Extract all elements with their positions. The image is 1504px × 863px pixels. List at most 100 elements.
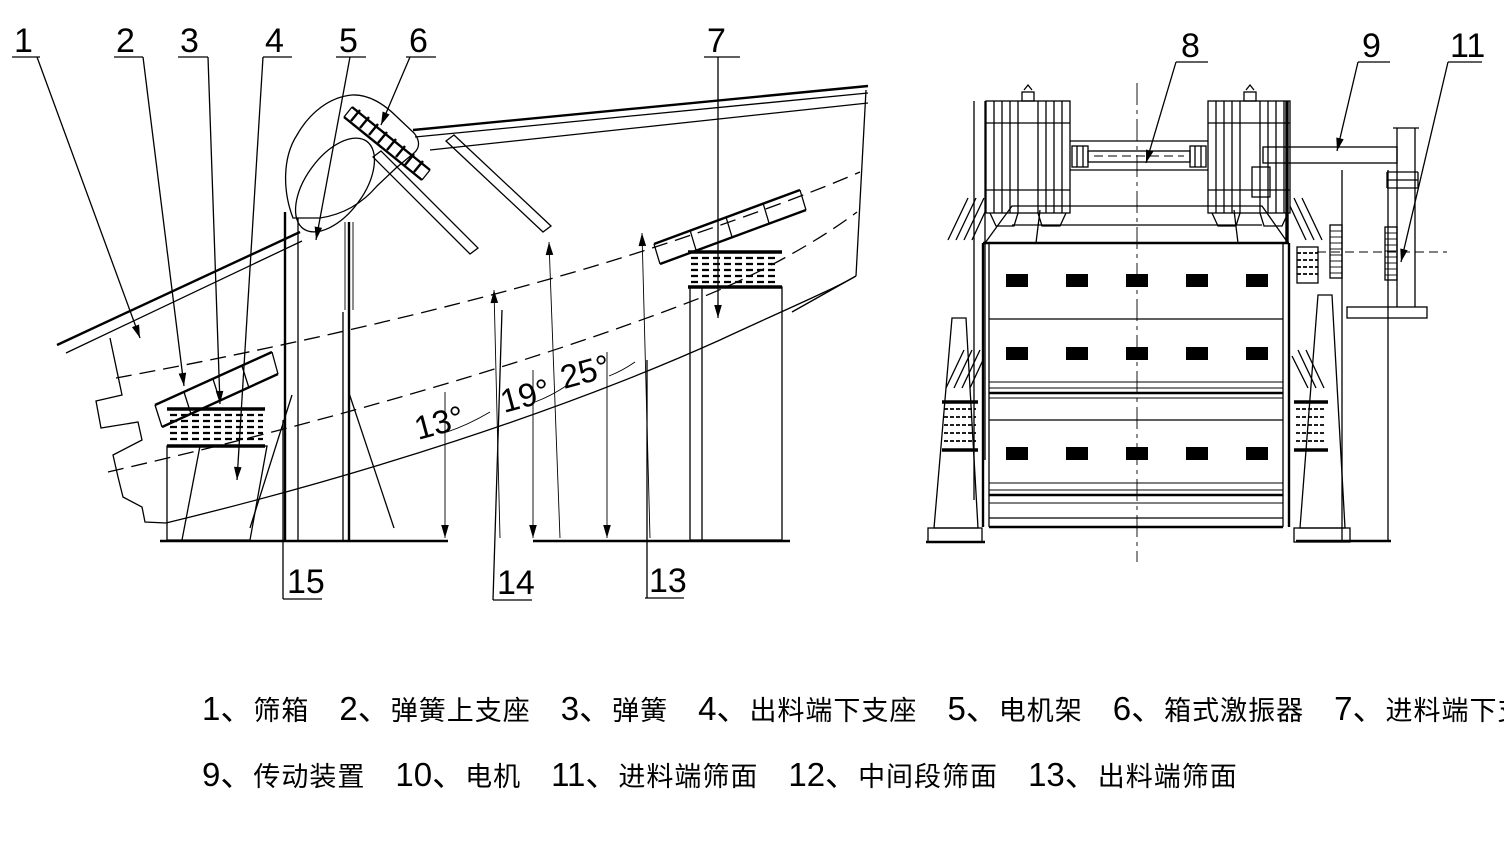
arrowhead: [178, 372, 187, 386]
arrowhead: [234, 466, 242, 480]
callout-14: 14: [492, 309, 535, 602]
arrowhead: [545, 242, 554, 256]
upper-deck-dashed: [115, 171, 861, 379]
bolt-clusters: [1006, 274, 1268, 460]
arrowhead: [381, 111, 390, 125]
arrowhead: [314, 226, 323, 240]
arrowhead: [131, 324, 140, 338]
motor-lobe: [294, 137, 376, 233]
arrowhead: [1146, 149, 1154, 163]
leader-4: [236, 56, 264, 481]
callout-label-13: 13: [649, 562, 687, 600]
feed-end-lower-support: [689, 286, 783, 541]
callout-label-2: 2: [116, 22, 135, 60]
legend-item-9: 9、传动装置: [202, 756, 366, 793]
arrowhead: [1400, 248, 1408, 262]
angle-normal-19: [548, 241, 561, 539]
leader-5: [315, 56, 351, 241]
callout-label-6: 6: [409, 22, 428, 60]
callout-6: 6: [380, 22, 436, 126]
callout-15: 15: [282, 420, 325, 601]
callout-label-9: 9: [1362, 27, 1381, 65]
angle-arc-25: [608, 361, 636, 377]
exciter-housing: [284, 94, 420, 233]
callout-7: 7: [704, 22, 740, 318]
top-support-beam: [984, 205, 1289, 244]
screen-box-body: [981, 241, 1291, 529]
legend-item-13: 13、出料端筛面: [1028, 756, 1238, 793]
box-bottom-curve: [165, 275, 857, 524]
callouts: 1 2 3 4 5 6 7 8: [12, 22, 1485, 602]
exciter-box-left: [985, 83, 1071, 227]
callout-9: 9: [1336, 27, 1390, 152]
legend-item-7: 7、进料端下支座: [1334, 690, 1504, 727]
callout-label-14: 14: [497, 564, 535, 602]
legend-item-10: 10、电机: [395, 756, 522, 793]
arrowhead: [215, 390, 224, 404]
leader-2: [142, 56, 185, 387]
callout-4: 4: [234, 22, 292, 481]
coil-spring-right-endview: [1294, 400, 1328, 452]
arrowhead: [714, 305, 722, 318]
arrowhead: [638, 233, 647, 247]
spring-right: [688, 250, 782, 289]
leader-11: [1400, 61, 1449, 263]
feed-end-screen-surface: [1296, 224, 1398, 284]
callout-1: 1: [12, 22, 141, 339]
legend-item-12: 12、中间段筛面: [788, 756, 999, 793]
legend-line-1: 1、筛箱 2、弹簧上支座 3、弹簧 4、出料端下支座 5、电机架 6、箱式激振器…: [202, 682, 1504, 730]
leader-3: [207, 56, 221, 405]
leader-8: [1145, 61, 1177, 164]
callout-label-15: 15: [287, 563, 325, 601]
angle-arc-19: [534, 385, 567, 403]
legend-item-6: 6、箱式激振器: [1112, 690, 1305, 727]
callout-label-11: 11: [1450, 27, 1485, 65]
callout-label-3: 3: [180, 22, 199, 60]
exciter-box-right: [1207, 83, 1291, 243]
callout-label-4: 4: [265, 22, 284, 60]
coil-spring-left-endview: [942, 400, 978, 452]
legend-item-3: 3、弹簧: [560, 690, 669, 727]
callout-label-8: 8: [1181, 27, 1200, 65]
angle-label-19: 19°: [496, 371, 554, 420]
callout-label-1: 1: [14, 22, 33, 60]
legend-item-4: 4、出料端下支座: [698, 690, 918, 727]
spring-upper-support-right: [653, 188, 807, 266]
leader-9: [1336, 61, 1359, 152]
callout-label-5: 5: [339, 22, 358, 60]
leader-14: [492, 309, 503, 601]
spring-left: [167, 407, 265, 448]
arrowhead: [490, 290, 499, 304]
rib-fin-1: [372, 150, 479, 255]
legend-item-1: 1、筛箱: [202, 690, 310, 727]
leader-1: [36, 56, 141, 339]
lower-deck-dashed: [107, 211, 858, 473]
transmission-device: [1251, 127, 1428, 540]
legend-line-2: 9、传动装置 10、电机 11、进料端筛面 12、中间段筛面 13、出料端筛面: [202, 748, 1238, 796]
legend-item-2: 2、弹簧上支座: [339, 690, 531, 727]
arrowhead: [441, 525, 449, 538]
angle-normal-13: [493, 289, 501, 539]
angle-normal-25: [641, 232, 651, 539]
angle-arc-13: [446, 411, 491, 433]
angle-label-25: 25°: [556, 347, 614, 396]
end-view: [926, 83, 1447, 562]
arrowhead: [1336, 137, 1344, 151]
callout-11: 11: [1400, 27, 1485, 263]
callout-label-7: 7: [707, 22, 726, 60]
callout-13: 13: [645, 360, 687, 600]
callout-3: 3: [178, 22, 224, 405]
arrowhead: [603, 525, 611, 538]
gusset-hatch: [945, 197, 1325, 389]
callout-8: 8: [1145, 27, 1208, 164]
callout-2: 2: [114, 22, 187, 387]
callout-5: 5: [314, 22, 366, 241]
discharge-lip: [95, 337, 167, 524]
box-exciter-mount: [343, 106, 431, 181]
rib-fin-2: [444, 134, 553, 233]
arrowhead: [529, 525, 537, 538]
universal-joint-shaft: [1070, 140, 1208, 171]
legend-item-5: 5、电机架: [947, 690, 1083, 727]
